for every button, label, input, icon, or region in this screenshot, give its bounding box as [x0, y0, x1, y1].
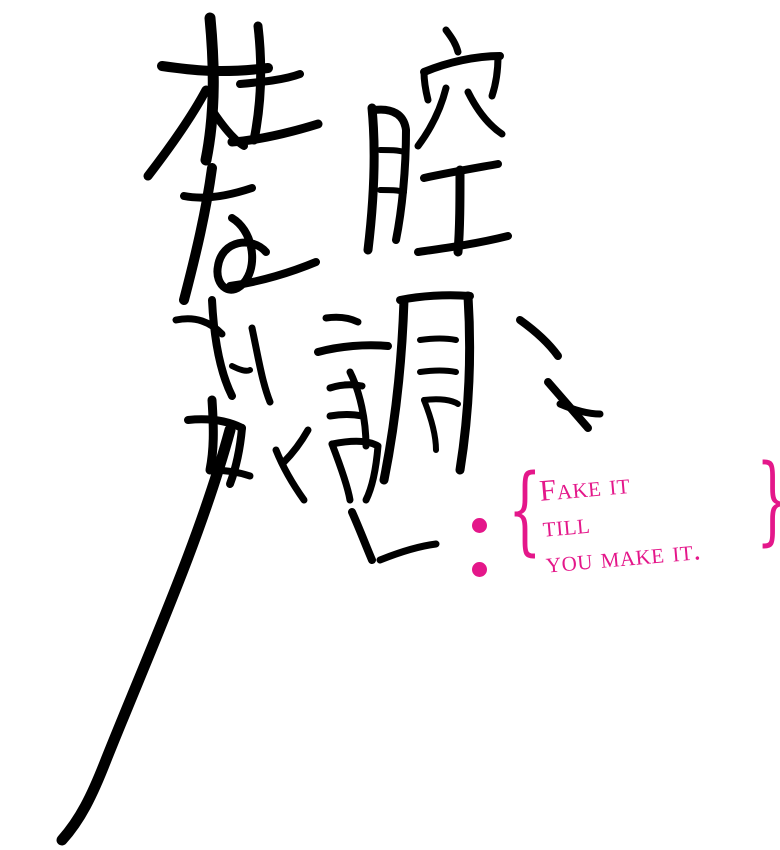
colon-dot-top [472, 518, 487, 533]
open-brace: { [508, 454, 542, 566]
close-brace: } [756, 452, 780, 548]
subtitle-text: Fake it till you make it. [538, 453, 780, 582]
colon-dot-bottom [472, 562, 487, 577]
accent-colon [468, 518, 492, 580]
